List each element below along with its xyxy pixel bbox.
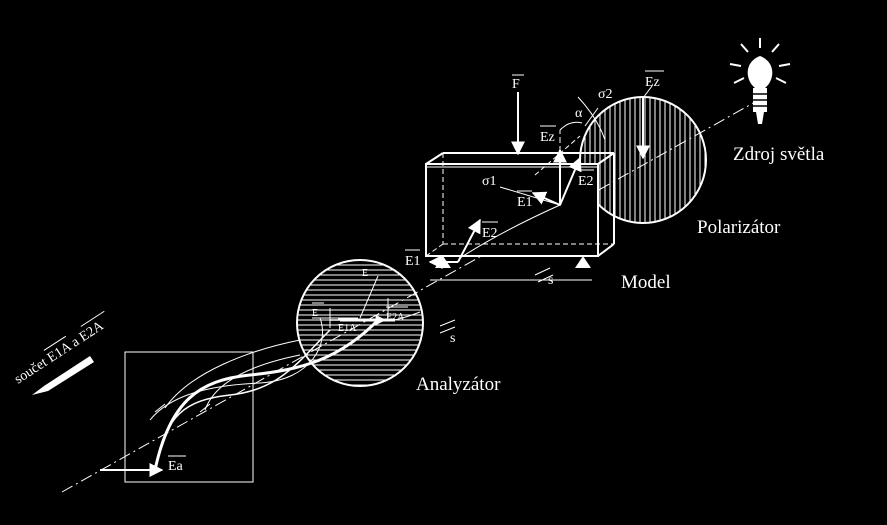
e1a-label: E1A <box>338 323 357 334</box>
e2-front-label: E2 <box>482 226 498 241</box>
analyzer-disc <box>296 259 424 387</box>
s-model-label: s <box>548 273 553 288</box>
alpha-label: α <box>575 106 583 121</box>
ea-label: Ea <box>168 459 184 474</box>
source-label: Zdroj světla <box>733 144 825 165</box>
e1-model-label: E1 <box>517 195 533 210</box>
polarizer-label: Polarizátor <box>697 217 781 238</box>
sigma1-label: σ1 <box>482 174 497 189</box>
screen-frame <box>124 351 254 483</box>
model-block <box>425 152 615 257</box>
e-small-label-2: E <box>312 308 318 319</box>
e-small-label-1: E <box>362 268 368 279</box>
e2a-label: E2A <box>386 312 405 323</box>
ez-model-label: Ez <box>540 130 555 145</box>
light-bulb-icon <box>729 38 791 124</box>
e2-vector-front <box>457 218 481 263</box>
light-waves <box>149 316 382 471</box>
e2-model-label: E2 <box>578 174 594 189</box>
e1-base-label: E1 <box>405 254 421 269</box>
force-label: F <box>512 77 520 92</box>
e2-vector-model <box>559 156 582 206</box>
model-label: Model <box>621 272 671 293</box>
analyzer-label: Analyzátor <box>416 374 501 395</box>
sum-arrow <box>32 356 94 395</box>
e1-vector-model <box>531 191 561 206</box>
analyzer-construction <box>312 275 456 334</box>
ez-top-label: Ez <box>645 75 660 90</box>
s-analyzer-label: s <box>450 331 455 346</box>
sigma2-label: σ2 <box>598 87 613 102</box>
